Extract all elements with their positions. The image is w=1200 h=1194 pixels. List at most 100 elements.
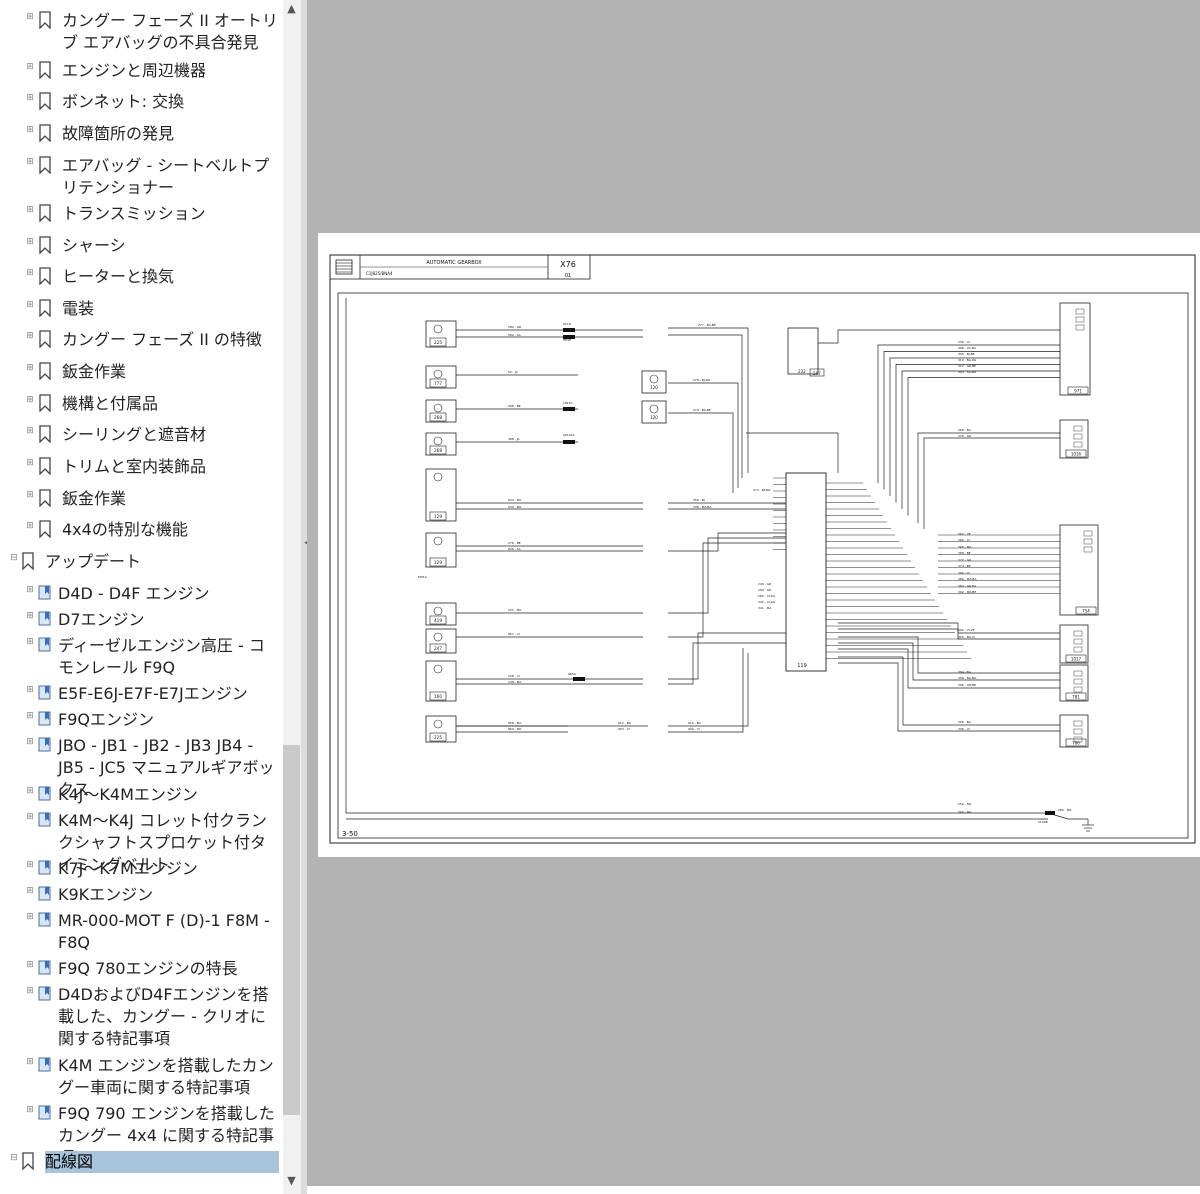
wire	[883, 351, 1060, 490]
book-bookmark-icon	[38, 811, 52, 829]
expand-toggle-icon[interactable]: ⊞	[26, 237, 34, 247]
book-bookmark-icon	[38, 785, 52, 803]
bookmark-item[interactable]: ⊞D4D - D4F エンジン	[0, 583, 283, 605]
expand-toggle-icon[interactable]: ⊞	[26, 157, 34, 167]
collapse-toggle-icon[interactable]: ⊟	[10, 553, 18, 563]
pin-symbol	[1073, 670, 1083, 677]
pin-symbol	[1073, 736, 1083, 743]
bookmark-item[interactable]: ⊞F9Qエンジン	[0, 709, 283, 731]
bookmark-item[interactable]: ⊞故障箇所の発見	[0, 123, 283, 145]
bookmark-item[interactable]: ⊞カングー フェーズ II の特徴	[0, 329, 283, 351]
component-symbol	[433, 719, 443, 729]
scroll-down-icon[interactable]: ▼	[287, 1174, 296, 1187]
frame-inner	[337, 292, 1189, 839]
connector-tag	[1067, 386, 1089, 395]
bookmark-item[interactable]: ⊞トランスミッション	[0, 203, 283, 225]
expand-toggle-icon[interactable]: ⊞	[26, 12, 34, 22]
bookmark-item[interactable]: ⊞D7エンジン	[0, 609, 283, 631]
fuse-tag	[809, 368, 825, 377]
bookmark-item[interactable]: ⊞F9Q 780エンジンの特長	[0, 958, 283, 980]
expand-toggle-icon[interactable]: ⊞	[26, 737, 34, 747]
expand-toggle-icon[interactable]: ⊞	[26, 986, 34, 996]
wire-label: 236 - VI	[958, 340, 970, 344]
expand-toggle-icon[interactable]: ⊞	[26, 585, 34, 595]
expand-toggle-icon[interactable]: ⊞	[26, 300, 34, 310]
bookmark-item[interactable]: ⊞K4M エンジンを搭載したカングー車両に関する特記事項	[0, 1055, 283, 1099]
bookmark-item[interactable]: ⊞K7J～K7Mエンジン	[0, 858, 283, 880]
expand-toggle-icon[interactable]: ⊞	[26, 685, 34, 695]
bookmark-item[interactable]: ⊞D4DおよびD4Fエンジンを搭載した、カングー - クリオに関する特記事項	[0, 984, 283, 1050]
wire-label: 634 - MA	[508, 498, 522, 502]
expand-toggle-icon[interactable]: ⊞	[26, 812, 34, 822]
bookmark-item[interactable]: ⊞エンジンと周辺機器	[0, 60, 283, 82]
expand-toggle-icon[interactable]: ⊞	[26, 637, 34, 647]
expand-toggle-icon[interactable]: ⊞	[26, 268, 34, 278]
expand-toggle-icon[interactable]: ⊞	[26, 331, 34, 341]
wire	[838, 622, 1060, 634]
expand-toggle-icon[interactable]: ⊞	[26, 458, 34, 468]
expand-toggle-icon[interactable]: ⊞	[26, 62, 34, 72]
bookmark-label: JBO - JB1 - JB2 - JB3 JB4 - JB5 - JC5 マニ…	[58, 736, 275, 799]
expand-toggle-icon[interactable]: ⊞	[26, 711, 34, 721]
bookmark-item[interactable]: ⊞ボンネット: 交換	[0, 91, 283, 113]
bookmark-item[interactable]: ⊞ディーゼルエンジン高圧 - コモンレール F9Q	[0, 635, 283, 679]
expand-toggle-icon[interactable]: ⊞	[26, 395, 34, 405]
expand-toggle-icon[interactable]: ⊞	[26, 611, 34, 621]
bookmark-item[interactable]: ⊞K4J～K4Mエンジン	[0, 784, 283, 806]
component-label: 225	[434, 735, 442, 740]
collapse-toggle-icon[interactable]: ⊟	[10, 1153, 18, 1163]
expand-toggle-icon[interactable]: ⊞	[26, 363, 34, 373]
bookmark-item[interactable]: ⊞シャーシ	[0, 235, 283, 257]
wire-label: 665A	[568, 672, 577, 676]
diagram-sheet: 01	[565, 273, 571, 279]
bookmark-label: 鈑金作業	[62, 362, 127, 381]
bookmark-item[interactable]: ⊞K9Kエンジン	[0, 884, 283, 906]
bookmark-item[interactable]: ⊞ MR-000-MOT F (D)-1 F8M - F8Q	[0, 910, 283, 954]
expand-toggle-icon[interactable]: ⊞	[26, 960, 34, 970]
expand-toggle-icon[interactable]: ⊞	[26, 1057, 34, 1067]
expand-toggle-icon[interactable]: ⊞	[26, 1105, 34, 1115]
bookmark-item[interactable]: ⊞ヒーターと換気	[0, 266, 283, 288]
panel-splitter[interactable]	[301, 0, 307, 1194]
scroll-up-icon[interactable]: ▲	[287, 2, 296, 15]
expand-toggle-icon[interactable]: ⊞	[26, 912, 34, 922]
component-tag	[429, 337, 447, 347]
bookmark-section[interactable]: ⊟配線図	[0, 1151, 283, 1179]
expand-toggle-icon[interactable]: ⊞	[26, 521, 34, 531]
expand-toggle-icon[interactable]: ⊞	[26, 490, 34, 500]
bookmark-item[interactable]: ⊞ JBO - JB1 - JB2 - JB3 JB4 - JB5 - JC5 マ…	[0, 735, 283, 799]
bookmark-item[interactable]: ⊞鈑金作業	[0, 488, 283, 510]
bookmark-item[interactable]: ⊞K4M～K4J コレット付クランクシャフトスプロケット付タイミングベルト	[0, 810, 283, 874]
bookmark-item[interactable]: ⊞電装	[0, 298, 283, 320]
wire-label: HL18	[563, 322, 571, 326]
wire	[668, 642, 786, 685]
bookmark-item[interactable]: ⊞エアバッグ - シートベルトプリテンショナー	[0, 155, 283, 199]
sidebar-scrollbar-thumb[interactable]	[283, 745, 300, 1115]
expand-toggle-icon[interactable]: ⊞	[26, 786, 34, 796]
wire-label: 410 - BA,RG	[958, 358, 977, 362]
connector-label: 971	[1074, 389, 1082, 394]
wire	[923, 437, 1060, 529]
wire-label: S124B	[1038, 820, 1048, 824]
wire-label: 262 - VI,RG	[758, 594, 776, 598]
bookmark-item[interactable]: ⊞F9Q 790 エンジンを搭載したカングー 4x4 に関する特記事項	[0, 1103, 283, 1167]
bookmark-item[interactable]: ⊞4x4の特別な機能	[0, 519, 283, 541]
component-box	[425, 660, 457, 702]
bookmark-section[interactable]: ⊟アップデート	[0, 551, 283, 573]
expand-toggle-icon[interactable]: ⊞	[26, 205, 34, 215]
bookmark-item[interactable]: ⊞E5F-E6J-E7F-E7Jエンジン	[0, 683, 283, 705]
bookmark-item[interactable]: ⊞トリムと室内装飾品	[0, 456, 283, 478]
bookmark-item[interactable]: ⊞シーリングと遮音材	[0, 424, 283, 446]
expand-toggle-icon[interactable]: ⊞	[26, 426, 34, 436]
bookmark-item[interactable]: ⊞ 鈑金作業	[0, 361, 283, 383]
expand-toggle-icon[interactable]: ⊞	[26, 860, 34, 870]
bookmark-item[interactable]: ⊞カングー フェーズ II オートリブ エアバッグの不具合発見	[0, 10, 283, 54]
document-viewer[interactable]: AUTOMATIC GEARBOX C1J825/BNA4 X76 01 3-5…	[307, 0, 1200, 1194]
bookmark-item[interactable]: ⊞機構と付属品	[0, 393, 283, 415]
book-bookmark-icon	[38, 684, 52, 702]
expand-toggle-icon[interactable]: ⊞	[26, 125, 34, 135]
bookmark-label: MR-000-MOT F (D)-1 F8M - F8Q	[58, 911, 270, 952]
expand-toggle-icon[interactable]: ⊞	[26, 93, 34, 103]
expand-toggle-icon[interactable]: ⊞	[26, 886, 34, 896]
wire-label: 276 - BJ,NO	[693, 378, 711, 382]
